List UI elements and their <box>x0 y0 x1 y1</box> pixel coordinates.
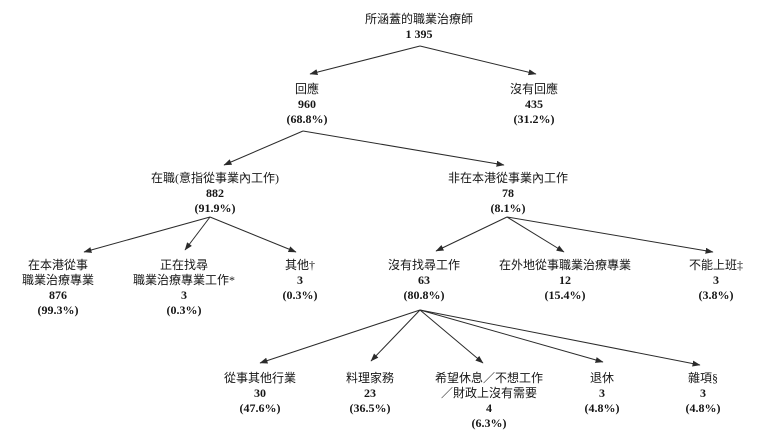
node-value: 882 <box>206 186 224 200</box>
node-percentage: (91.9%) <box>194 201 236 215</box>
node-value: 1 395 <box>405 27 433 41</box>
node-percentage: (6.3%) <box>471 416 507 430</box>
arrow-employed-to-hk-ot <box>83 216 211 253</box>
node-label: 希望休息／不想工作 <box>434 371 544 385</box>
node-not-working-in-field-hk: 非在本港從事業內工作 78 (8.1%) <box>448 171 568 216</box>
node-retired: 退休 3 (4.8%) <box>585 371 620 416</box>
arrow-not-in-hk-to-cannot-work <box>506 216 714 254</box>
node-value: 3 <box>700 386 706 400</box>
node-responded: 回應 960 (68.8%) <box>287 82 328 127</box>
arrow-not-seeking-to-retired <box>419 309 604 363</box>
node-not-seeking-work: 沒有找尋工作 63 (80.8%) <box>388 258 460 303</box>
node-value: 876 <box>48 288 67 302</box>
node-practising-ot-in-hk: 在本港從事 職業治療專業 876 (99.3%) <box>22 258 94 318</box>
arrow-respond-to-not-in-hk <box>302 130 505 167</box>
node-value: 4 <box>485 401 492 415</box>
node-value: 960 <box>298 97 316 111</box>
node-label: 其他† <box>284 258 315 272</box>
arrow-root-to-respond <box>309 45 421 76</box>
node-label: 在職(意指從事業內工作) <box>151 171 279 185</box>
node-percentage: (31.2%) <box>513 112 555 126</box>
arrow-employed-to-other <box>209 216 297 253</box>
node-label: 料理家務 <box>345 371 395 385</box>
node-value: 23 <box>363 386 376 400</box>
node-percentage: (68.8%) <box>286 112 328 126</box>
node-practising-ot-overseas: 在外地從事職業治療專業 12 (15.4%) <box>499 258 631 303</box>
node-label: 在外地從事職業治療專業 <box>498 258 632 272</box>
node-value: 3 <box>297 273 303 287</box>
node-label-line2: ／財政上沒有需要 <box>440 386 538 400</box>
arrow-not-seeking-to-other-industry <box>259 309 421 364</box>
node-total-covered-ot: 所涵蓋的職業治療師 1 395 <box>365 12 473 42</box>
node-value: 12 <box>558 273 571 287</box>
node-percentage: (99.3%) <box>37 303 79 317</box>
node-percentage: (80.8%) <box>403 288 445 302</box>
arrow-root-to-no-respond <box>419 45 537 76</box>
node-value: 3 <box>599 386 605 400</box>
node-rest-no-need-to-work: 希望休息／不想工作 ／財政上沒有需要 4 (6.3%) <box>435 371 543 430</box>
node-label: 雜項§ <box>687 371 718 385</box>
node-percentage: (0.3%) <box>282 288 318 302</box>
node-label: 不能上班‡ <box>688 258 744 272</box>
node-seeking-ot-work: 正在找尋 職業治療專業工作* 3 (0.3%) <box>133 258 235 318</box>
node-percentage: (47.6%) <box>239 401 281 415</box>
node-miscellaneous: 雜項§ 3 (4.8%) <box>686 371 721 416</box>
node-label: 沒有回應 <box>509 82 559 96</box>
arrow-not-seeking-to-housework <box>370 309 421 362</box>
node-label: 正在找尋 <box>159 258 209 272</box>
node-value: 30 <box>253 386 266 400</box>
node-percentage: (8.1%) <box>490 201 526 215</box>
node-percentage: (36.5%) <box>349 401 391 415</box>
node-percentage: (4.8%) <box>584 401 620 415</box>
node-unable-to-work: 不能上班‡ 3 (3.8%) <box>689 258 743 303</box>
node-housework: 料理家務 23 (36.5%) <box>346 371 394 416</box>
arrow-employed-to-seeking <box>184 216 211 251</box>
node-label: 非在本港從事業內工作 <box>447 171 569 185</box>
node-value: 435 <box>524 97 543 111</box>
node-other-industry: 從事其他行業 30 (47.6%) <box>224 371 296 416</box>
node-label-line2: 職業治療專業 <box>21 273 95 287</box>
node-label: 所涵蓋的職業治療師 <box>364 12 474 26</box>
node-label: 在本港從事 <box>27 258 89 272</box>
node-employed-in-field: 在職(意指從事業內工作) 882 (91.9%) <box>151 171 279 216</box>
node-label: 從事其他行業 <box>223 371 297 385</box>
node-percentage: (15.4%) <box>544 288 586 302</box>
node-label-line2: 職業治療專業工作* <box>132 273 236 287</box>
node-label: 回應 <box>294 82 319 96</box>
arrow-respond-to-employed <box>223 130 304 166</box>
node-percentage: (0.3%) <box>166 303 202 317</box>
arrow-not-seeking-to-misc <box>419 309 701 367</box>
node-percentage: (4.8%) <box>685 401 721 415</box>
node-no-response: 沒有回應 435 (31.2%) <box>510 82 558 127</box>
node-value: 78 <box>501 186 514 200</box>
node-label: 沒有找尋工作 <box>387 258 461 272</box>
arrow-not-in-hk-to-overseas <box>506 216 565 253</box>
node-others: 其他† 3 (0.3%) <box>283 258 318 303</box>
arrow-not-seeking-to-rest <box>419 309 484 364</box>
node-label: 退休 <box>589 371 614 385</box>
node-value: 3 <box>180 288 187 302</box>
node-value: 63 <box>417 273 430 287</box>
arrow-not-in-hk-to-not-seeking <box>435 216 508 252</box>
node-percentage: (3.8%) <box>698 288 734 302</box>
node-value: 3 <box>712 273 719 287</box>
